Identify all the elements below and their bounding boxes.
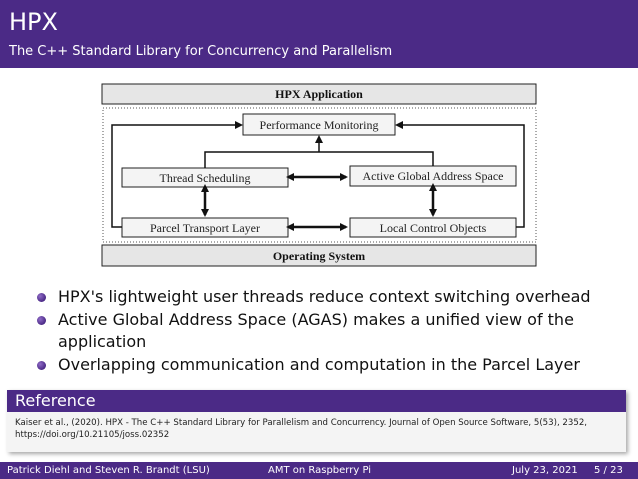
footer-authors: Patrick Diehl and Steven R. Brandt (LSU) xyxy=(7,465,210,476)
agas-label: Active Global Address Space xyxy=(363,169,504,183)
operating-system-bar xyxy=(101,244,537,267)
hpx-application-label: HPX Application xyxy=(275,87,363,101)
runtime-frame xyxy=(102,107,537,243)
slide-subtitle: The C++ Standard Library for Concurrency… xyxy=(9,44,393,59)
title-bar: HPX The C++ Standard Library for Concurr… xyxy=(0,0,638,68)
bullet-item: Overlapping communication and computatio… xyxy=(36,354,616,376)
thread-scheduling-label: Thread Scheduling xyxy=(160,171,251,185)
bullet-text: Overlapping communication and computatio… xyxy=(58,355,580,374)
reference-text: Kaiser et al., (2020). HPX - The C++ Sta… xyxy=(15,418,588,440)
reference-heading: Reference xyxy=(7,390,626,412)
bullet-item: Active Global Address Space (AGAS) makes… xyxy=(36,309,616,353)
left-feedback-arrow xyxy=(111,121,243,228)
footer-talk-title: AMT on Raspberry Pi xyxy=(268,465,372,476)
bullet-icon xyxy=(37,293,46,302)
right-feedback-arrow xyxy=(395,121,525,228)
local-control-objects-label: Local Control Objects xyxy=(380,221,487,235)
bullet-icon xyxy=(37,316,46,325)
operating-system-label: Operating System xyxy=(273,249,365,263)
footer-page-number: 5 / 23 xyxy=(594,465,623,476)
slide-title: HPX xyxy=(9,8,58,36)
bullet-text: Active Global Address Space (AGAS) makes… xyxy=(58,310,574,351)
hpx-application-bar xyxy=(101,83,537,105)
footer-bar: Patrick Diehl and Steven R. Brandt (LSU)… xyxy=(0,462,638,479)
bullet-icon xyxy=(37,361,46,370)
reference-block: Reference Kaiser et al., (2020). HPX - T… xyxy=(7,390,626,452)
bullet-text: HPX's lightweight user threads reduce co… xyxy=(58,287,591,306)
footer-date: July 23, 2021 xyxy=(512,465,578,476)
bullet-item: HPX's lightweight user threads reduce co… xyxy=(36,286,616,308)
diagram-connectors xyxy=(111,121,525,231)
performance-monitoring-label: Performance Monitoring xyxy=(260,118,379,132)
parcel-transport-label: Parcel Transport Layer xyxy=(150,221,260,235)
bullet-list: HPX's lightweight user threads reduce co… xyxy=(36,286,616,377)
